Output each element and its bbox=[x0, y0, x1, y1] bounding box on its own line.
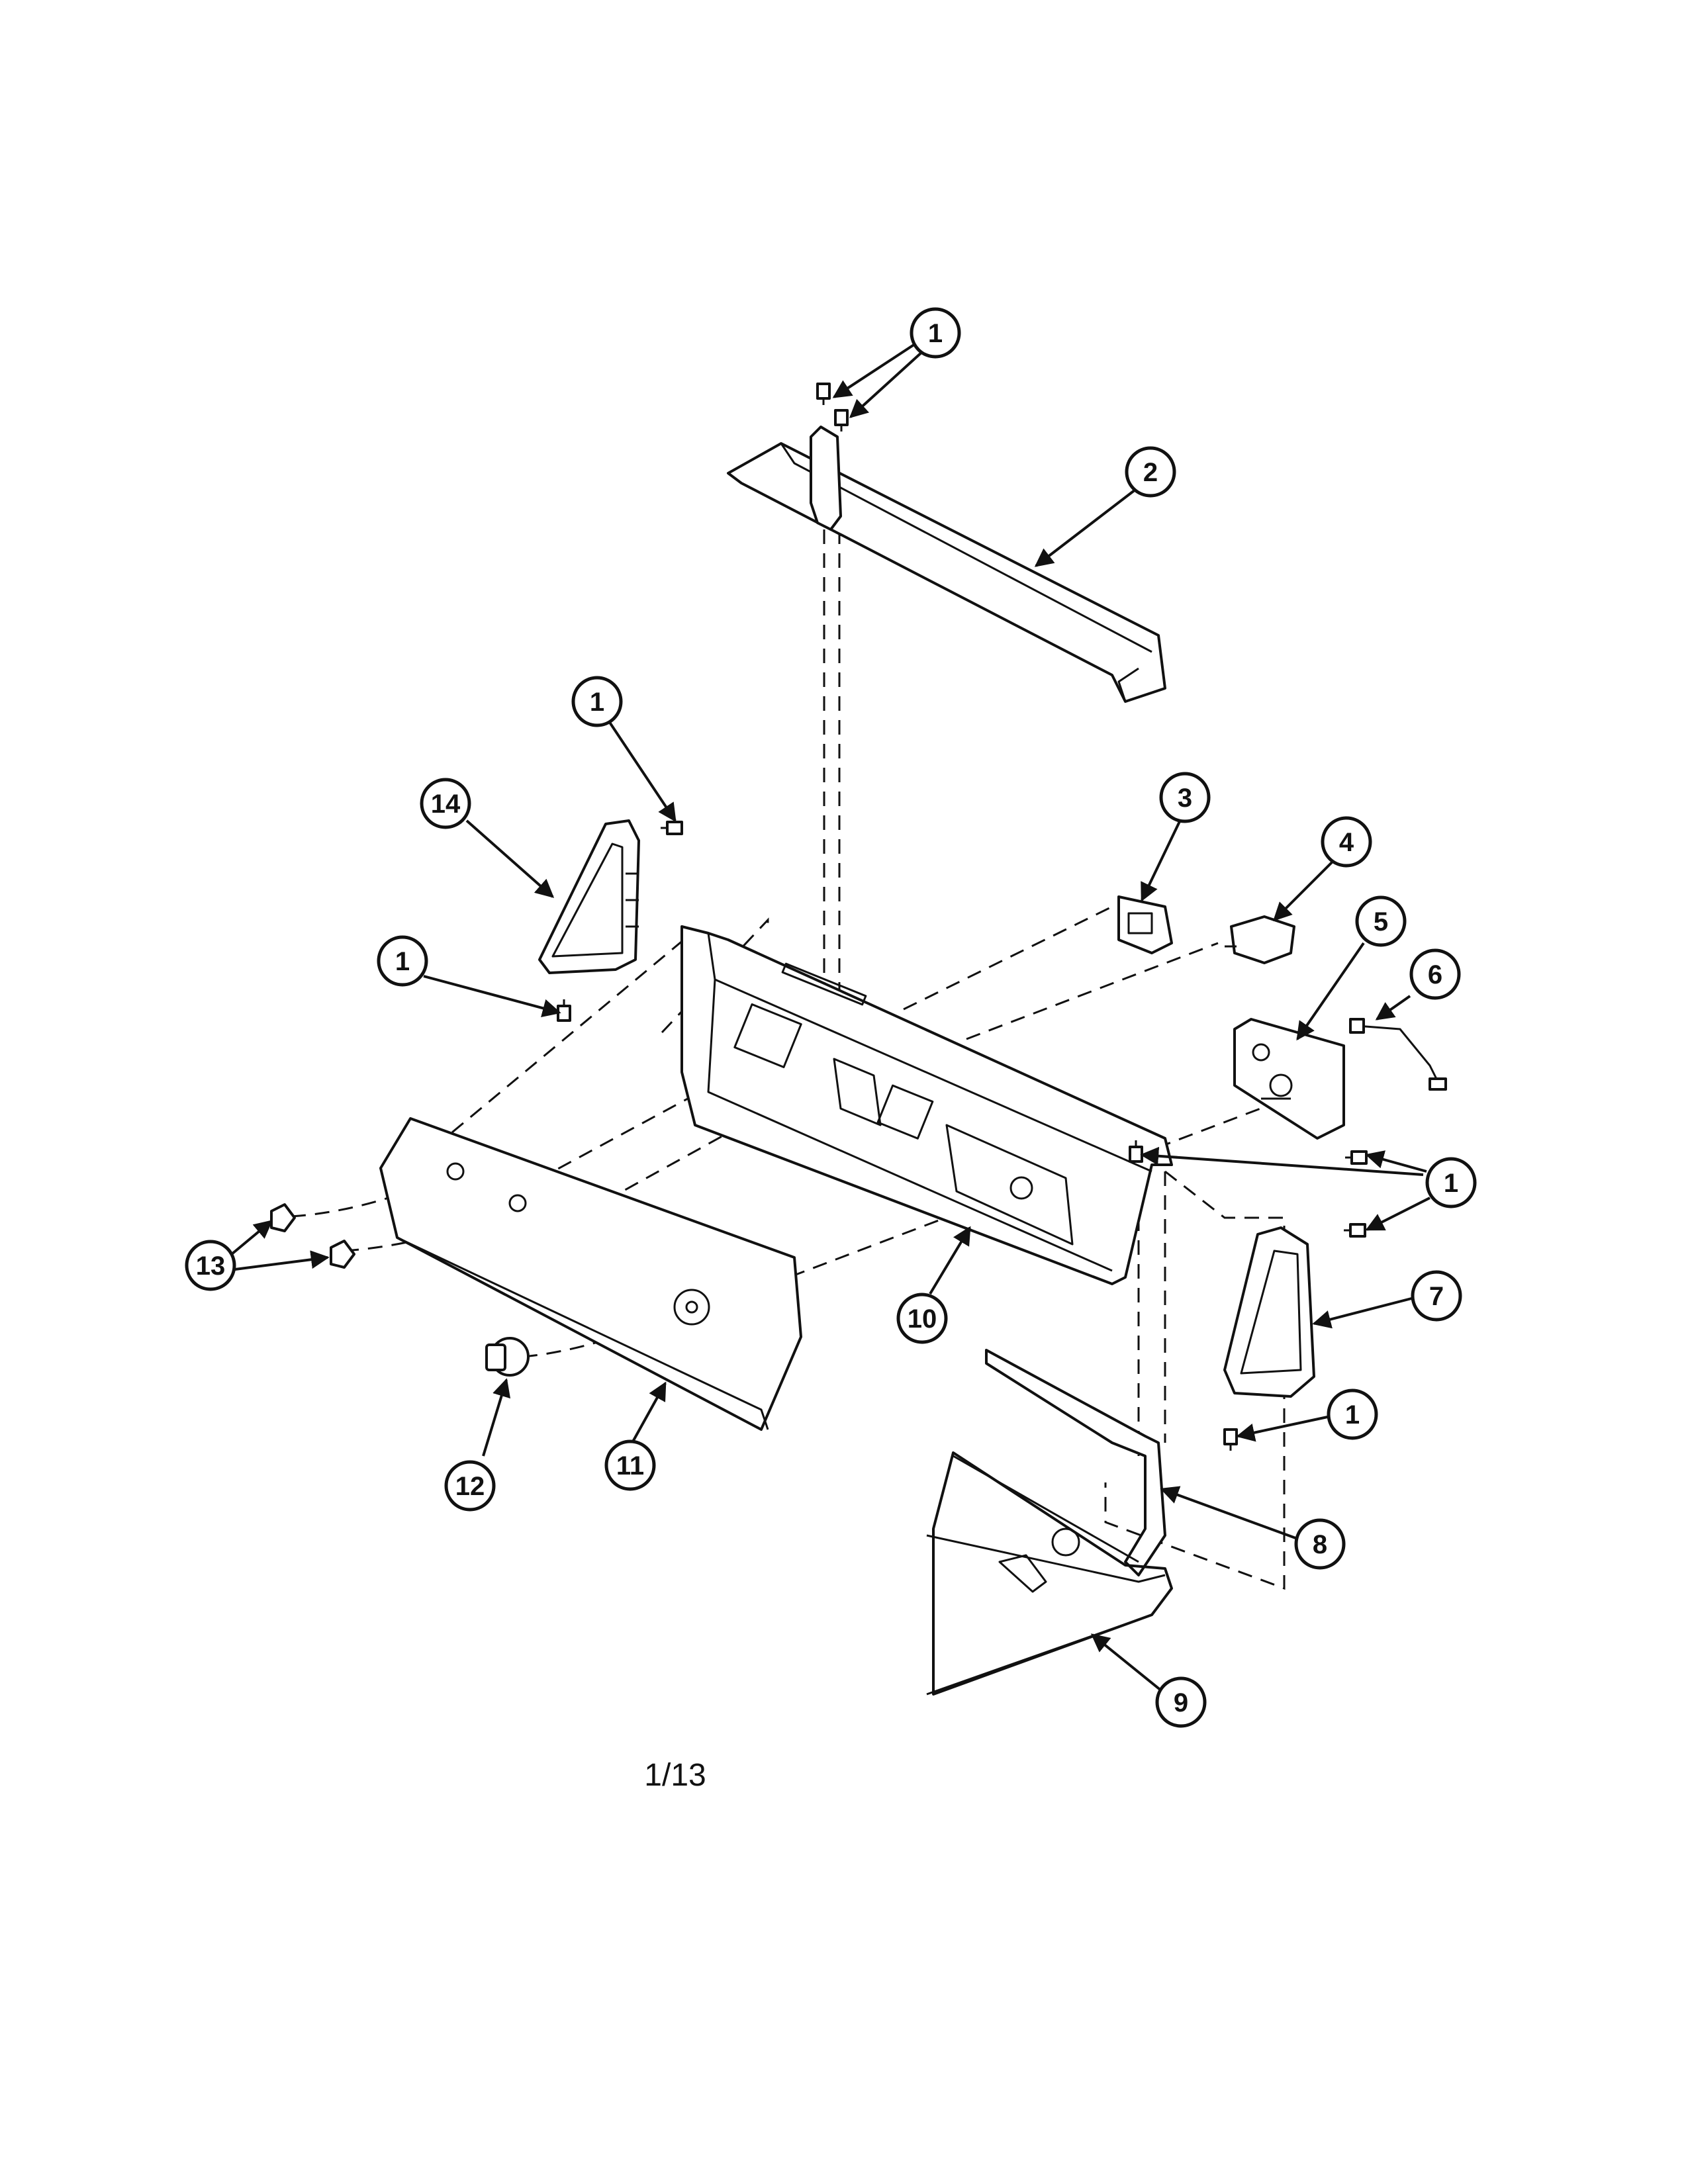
screw bbox=[1344, 1223, 1366, 1238]
callout-1e: 1 bbox=[1327, 1388, 1378, 1440]
callout-3: 3 bbox=[1159, 772, 1211, 823]
screw bbox=[1223, 1428, 1238, 1451]
svg-text:1: 1 bbox=[590, 688, 604, 717]
screw bbox=[557, 999, 571, 1022]
callout-5: 5 bbox=[1355, 895, 1407, 947]
part-1-screws bbox=[557, 383, 1368, 1451]
callout-8: 8 bbox=[1294, 1518, 1346, 1570]
part-4-selector-switch bbox=[1225, 915, 1295, 964]
svg-text:10: 10 bbox=[908, 1304, 937, 1334]
callout-2: 2 bbox=[1125, 446, 1176, 498]
callout-14: 14 bbox=[420, 778, 471, 829]
callout-1c: 1 bbox=[377, 935, 428, 987]
callout-11: 11 bbox=[604, 1439, 656, 1491]
svg-text:12: 12 bbox=[455, 1472, 485, 1501]
svg-text:1: 1 bbox=[395, 947, 410, 976]
part-10-console-panel bbox=[680, 925, 1173, 1285]
svg-text:1: 1 bbox=[1345, 1400, 1360, 1430]
screw bbox=[1345, 1150, 1368, 1165]
callout-9: 9 bbox=[1155, 1676, 1207, 1728]
callout-12: 12 bbox=[444, 1460, 496, 1512]
svg-text:1: 1 bbox=[1444, 1169, 1458, 1198]
svg-text:4: 4 bbox=[1339, 828, 1354, 857]
part-6-wire-harness bbox=[1349, 1018, 1447, 1091]
screw bbox=[661, 821, 683, 835]
part-9-cabinet-top bbox=[926, 1451, 1173, 1696]
part-5-timer bbox=[1233, 1018, 1345, 1140]
callout-6: 6 bbox=[1409, 948, 1461, 1000]
part-8-bracket bbox=[985, 1349, 1166, 1576]
callout-10: 10 bbox=[896, 1293, 948, 1344]
callout-1a: 1 bbox=[910, 307, 961, 359]
svg-text:14: 14 bbox=[431, 790, 461, 819]
svg-text:5: 5 bbox=[1374, 907, 1388, 936]
part-7-right-end-cap bbox=[1223, 1226, 1315, 1398]
part-12-knob bbox=[485, 1337, 530, 1377]
svg-text:6: 6 bbox=[1428, 960, 1442, 989]
callout-4: 4 bbox=[1321, 816, 1372, 868]
part-3-switch bbox=[1117, 895, 1173, 954]
svg-text:7: 7 bbox=[1429, 1282, 1444, 1311]
svg-text:3: 3 bbox=[1178, 784, 1192, 813]
callout-13: 13 bbox=[185, 1240, 236, 1291]
callout-7: 7 bbox=[1411, 1270, 1462, 1322]
svg-text:8: 8 bbox=[1313, 1530, 1327, 1559]
svg-text:13: 13 bbox=[196, 1251, 226, 1281]
svg-text:1: 1 bbox=[928, 319, 943, 348]
part-11-front-panel bbox=[379, 1117, 802, 1431]
screw bbox=[816, 383, 831, 405]
part-14-left-end-cap bbox=[538, 819, 640, 974]
part-2-top-trim bbox=[727, 426, 1166, 703]
svg-text:11: 11 bbox=[616, 1451, 644, 1480]
leader-lines bbox=[230, 343, 1430, 1692]
part-13-buttons bbox=[270, 1203, 355, 1269]
screw bbox=[834, 409, 849, 432]
svg-text:2: 2 bbox=[1143, 458, 1158, 487]
page-number: 1/13 bbox=[644, 1758, 706, 1793]
svg-text:9: 9 bbox=[1174, 1688, 1188, 1717]
callout-1d: 1 bbox=[1425, 1157, 1477, 1208]
callout-1b: 1 bbox=[571, 676, 623, 727]
